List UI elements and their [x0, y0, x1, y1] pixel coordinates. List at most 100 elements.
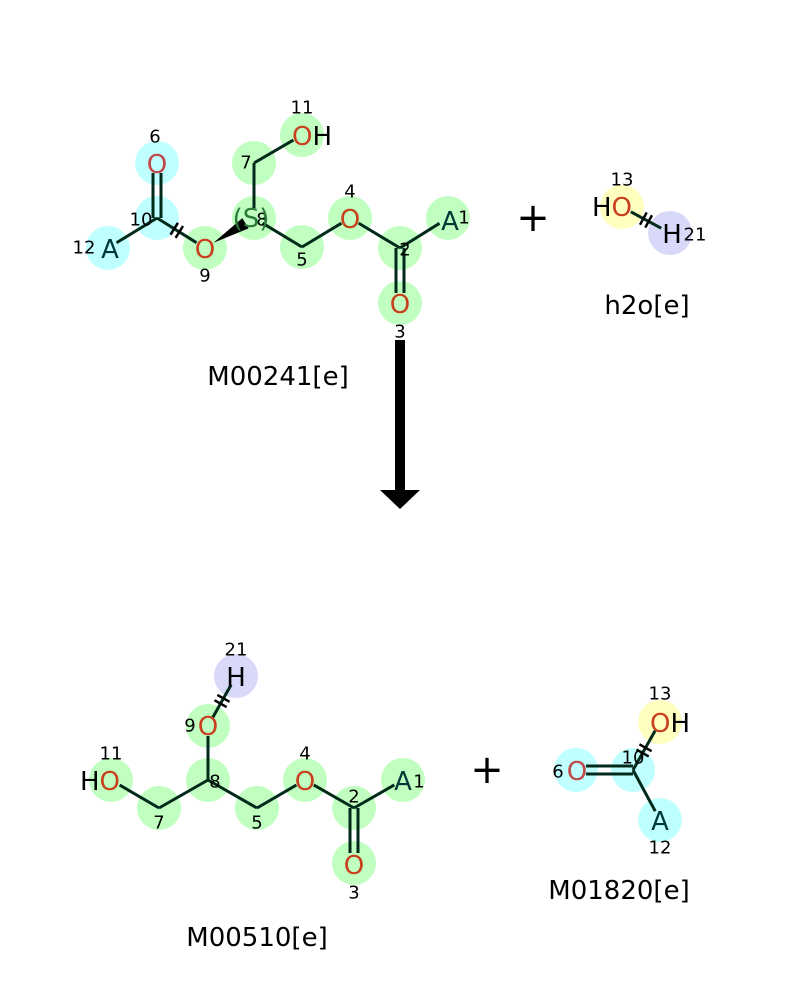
atom-number-5: 5: [251, 813, 262, 834]
bond-break-mark-icon: [174, 225, 185, 239]
plus-sign-reactants: +: [516, 195, 550, 241]
atom-number-1: 1: [458, 208, 469, 229]
atom-number-9: 9: [184, 716, 195, 737]
bond-m1-7-11: [253, 138, 295, 165]
bond-m1-10-9: [156, 216, 198, 244]
atom-number-4: 4: [344, 182, 355, 203]
bond-m1-12-10: [115, 216, 158, 245]
atom-highlight-m1-1: [426, 196, 470, 240]
atom-highlight-m1-11: [280, 113, 324, 157]
atom-highlight-m3-9: [186, 704, 230, 748]
plus-sign-products: +: [470, 747, 504, 793]
bond-break-mark-icon: [169, 222, 179, 236]
atom-number-7: 7: [153, 813, 164, 834]
atom-highlight-m1-6: [135, 141, 179, 185]
atom-highlight-m4-12: [638, 798, 682, 842]
atom-number-6: 6: [149, 127, 160, 148]
atom-symbol-m2-13: HO: [592, 193, 632, 223]
atom-symbol-m3-4: O: [295, 767, 315, 797]
atom-highlight-m2-21: [648, 211, 692, 255]
bond-layer: [115, 138, 662, 853]
atom-symbol-m1-8: (S): [233, 204, 270, 234]
atom-highlight-m4-6: [554, 748, 598, 792]
atom-number-2: 2: [399, 240, 410, 261]
bond-m1-5-4: [301, 221, 343, 249]
atom-symbol-m2-21: H: [662, 220, 682, 250]
atom-number-10: 10: [622, 748, 645, 769]
bond-m3-5-4: [256, 783, 298, 810]
atom-number-7: 7: [240, 153, 251, 174]
atom-number-4: 4: [299, 744, 310, 765]
atom-number-3: 3: [348, 883, 359, 904]
atom-symbol-m3-11: HO: [80, 767, 120, 797]
atom-number-11: 11: [100, 744, 123, 765]
atom-symbol-m1-3: O: [390, 290, 410, 320]
atom-symbol-m1-6: O: [147, 150, 167, 180]
bond-m2-13-21: [630, 210, 662, 230]
molecule-name-m00241: M00241[e]: [207, 362, 348, 392]
atom-highlight-m1-9: [183, 226, 227, 270]
atom-symbol-m1-12: A: [101, 235, 119, 265]
arrow-head-icon: [380, 490, 420, 509]
atom-number-12: 12: [73, 238, 96, 259]
atom-symbol-m3-1: A: [394, 767, 412, 797]
reaction-arrow: [380, 340, 420, 509]
bond-m1-8-5: [261, 221, 303, 249]
highlight-layer: [86, 113, 692, 885]
atom-number-3: 3: [394, 322, 405, 343]
atom-number-21: 21: [225, 640, 248, 661]
molecule-name-m01820: M01820[e]: [548, 876, 689, 906]
bond-m4-10-12: [631, 769, 657, 812]
bond-m1-2-1: [399, 222, 441, 250]
bond-m3-4-2: [312, 783, 355, 810]
arrow-shaft: [395, 340, 405, 492]
atom-symbol-m4-6: O: [567, 757, 587, 787]
molecule-name-m00510: M00510[e]: [186, 923, 327, 953]
atom-highlight-m1-3: [378, 281, 422, 325]
bond-m3-21-9: [211, 683, 233, 719]
atom-number-12: 12: [649, 838, 672, 859]
atom-highlight-m3-11: [89, 758, 133, 802]
bond-break-mark-icon: [638, 211, 648, 226]
atom-highlight-m2-13: [600, 185, 644, 229]
atom-number-9: 9: [199, 266, 210, 287]
bond-m3-8-5: [207, 778, 258, 810]
atom-symbol-m1-1: A: [441, 207, 459, 237]
atom-symbol-m3-3: O: [344, 851, 364, 881]
bond-m3-11-7: [118, 783, 160, 810]
atom-number-8: 8: [209, 772, 220, 793]
atom-highlight-m1-4: [328, 196, 372, 240]
bond-m3-2-1: [353, 783, 396, 810]
atom-highlight-m3-1: [381, 758, 425, 802]
bond-break-mark-icon: [635, 748, 650, 758]
atom-number-8: 8: [256, 210, 267, 231]
atom-highlight-m1-12: [86, 226, 130, 270]
atom-number-6: 6: [552, 762, 563, 783]
atom-highlight-m4-13: [638, 700, 682, 744]
atom-symbol-m1-9: O: [195, 235, 215, 265]
atom-number-13: 13: [649, 684, 672, 705]
atom-highlight-m3-21: [214, 654, 258, 698]
bond-break-mark-icon: [644, 214, 654, 229]
atom-number-13: 13: [611, 170, 634, 191]
bond-m3-8-7: [158, 778, 209, 810]
atom-number-10: 10: [130, 210, 153, 231]
atom-number-5: 5: [296, 250, 307, 271]
atom-number-1: 1: [413, 772, 424, 793]
atom-highlight-m3-3: [332, 841, 376, 885]
atom-symbol-m4-12: A: [651, 807, 669, 837]
bond-break-mark-icon: [216, 693, 231, 703]
bond-m1-4-2: [357, 221, 401, 250]
bond-break-mark-icon: [638, 743, 653, 753]
bond-m1-9-8: [213, 218, 249, 243]
atom-symbol-m1-4: O: [340, 205, 360, 235]
atom-number-11: 11: [291, 98, 314, 119]
atom-symbol-m3-21: H: [226, 663, 246, 693]
atom-symbol-m4-13: OH: [650, 709, 690, 739]
atom-symbol-m3-9: O: [198, 712, 218, 742]
molecule-name-h2o: h2o[e]: [604, 291, 689, 321]
atom-number-2: 2: [348, 787, 359, 808]
atom-number-21: 21: [684, 225, 707, 246]
